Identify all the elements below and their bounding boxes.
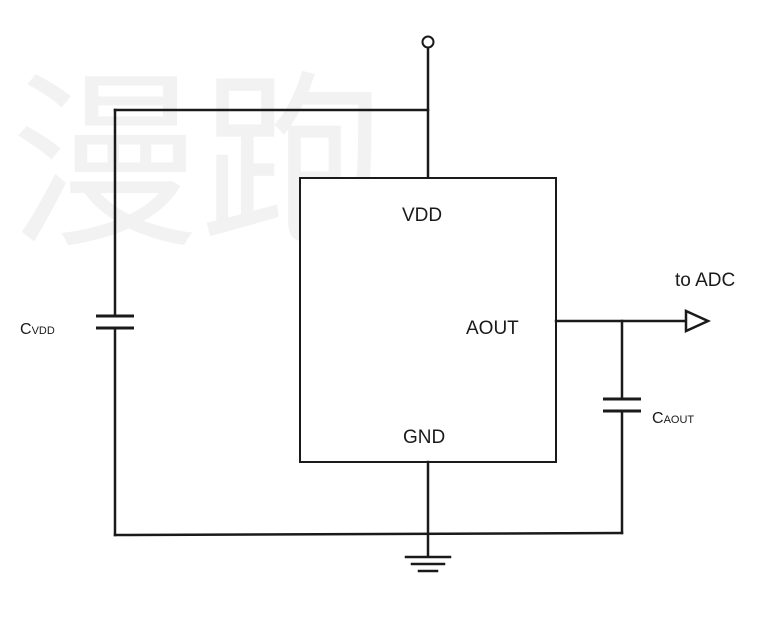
ground-icon <box>404 555 452 573</box>
gnd-rail-wire <box>113 531 624 537</box>
caout-label: CAOUT <box>652 410 694 427</box>
pin-gnd-label: GND <box>403 427 445 448</box>
pin-aout-label: AOUT <box>466 318 519 339</box>
supply-terminal <box>421 35 435 49</box>
pin-vdd-label: VDD <box>402 205 442 226</box>
output-arrow-icon <box>684 309 712 333</box>
cvdd-label: CVDD <box>20 321 55 338</box>
output-label: to ADC <box>675 270 735 291</box>
